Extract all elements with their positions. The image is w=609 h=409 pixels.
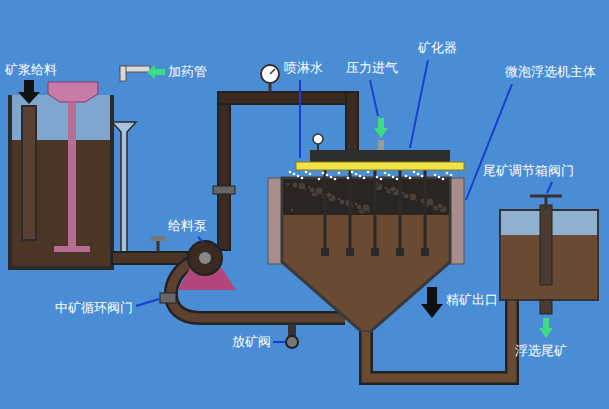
funnel: [112, 122, 136, 252]
callout-label: 微泡浮选机主体: [505, 64, 596, 80]
drain-branch: [288, 324, 296, 336]
callout-label: 加药管: [168, 64, 207, 80]
dosing-arrow: [147, 65, 165, 79]
callout-label: 矿化器: [418, 40, 457, 56]
valve-wheel: [530, 195, 562, 198]
mixer-shaft: [68, 102, 76, 248]
launder-right: [450, 178, 464, 264]
callout-label: 中矿循环阀门: [55, 300, 133, 316]
pressure-gauge: [261, 65, 279, 83]
callout-label: 给料泵: [168, 218, 207, 234]
mixer-head: [48, 82, 98, 102]
riser-valve: [213, 186, 235, 194]
callout-label: 精矿出口: [446, 292, 498, 308]
tailings-pipe-fill: [366, 300, 512, 378]
mineralizer-bar: [296, 162, 464, 170]
top-pipe: [218, 92, 358, 104]
gauge-needle: [270, 69, 275, 74]
tailings-pipe: [366, 300, 512, 378]
middling-valve: [160, 293, 176, 303]
regulating-tube: [540, 205, 552, 285]
leader-lines: [136, 60, 552, 342]
mineralizer-header: [310, 150, 450, 162]
small-gauge: [313, 134, 323, 144]
tailings-outlet: [540, 300, 552, 314]
callout-label: 压力进气: [346, 60, 398, 76]
callout-label: 矿浆给料: [5, 62, 57, 78]
pump-hub: [199, 252, 211, 264]
down-pipe: [346, 92, 358, 152]
tank-interior: [12, 95, 110, 266]
nozzle-heads: [321, 248, 429, 256]
froth-bubbles: [286, 181, 447, 214]
air-pipe: [378, 140, 384, 150]
callout-label: 尾矿调节箱阀门: [483, 163, 574, 179]
valve-stem: [157, 240, 160, 252]
callout-label: 放矿阀: [232, 334, 271, 350]
riser-pipe: [218, 98, 230, 250]
valve-stem-2: [545, 196, 548, 210]
gauge-stem: [269, 83, 272, 92]
air-arrow: [374, 118, 388, 138]
impeller: [54, 246, 90, 252]
pump: [188, 241, 222, 275]
feed-arrow: [18, 80, 40, 104]
spray-drops: [289, 171, 453, 181]
concentrate-arrow: [421, 287, 443, 318]
feed-tube: [22, 106, 36, 240]
launder-left: [268, 178, 282, 264]
small-gauge-stem: [317, 144, 319, 150]
faucet-spout: [120, 66, 126, 81]
tailings-arrow: [539, 318, 553, 338]
callout-label: 浮选尾矿: [515, 343, 567, 359]
tank-wall: [10, 95, 112, 268]
drain-valve: [286, 336, 298, 348]
valve-handle: [151, 236, 165, 241]
nozzle-rods: [325, 170, 425, 250]
callout-label: 喷淋水: [284, 60, 323, 76]
